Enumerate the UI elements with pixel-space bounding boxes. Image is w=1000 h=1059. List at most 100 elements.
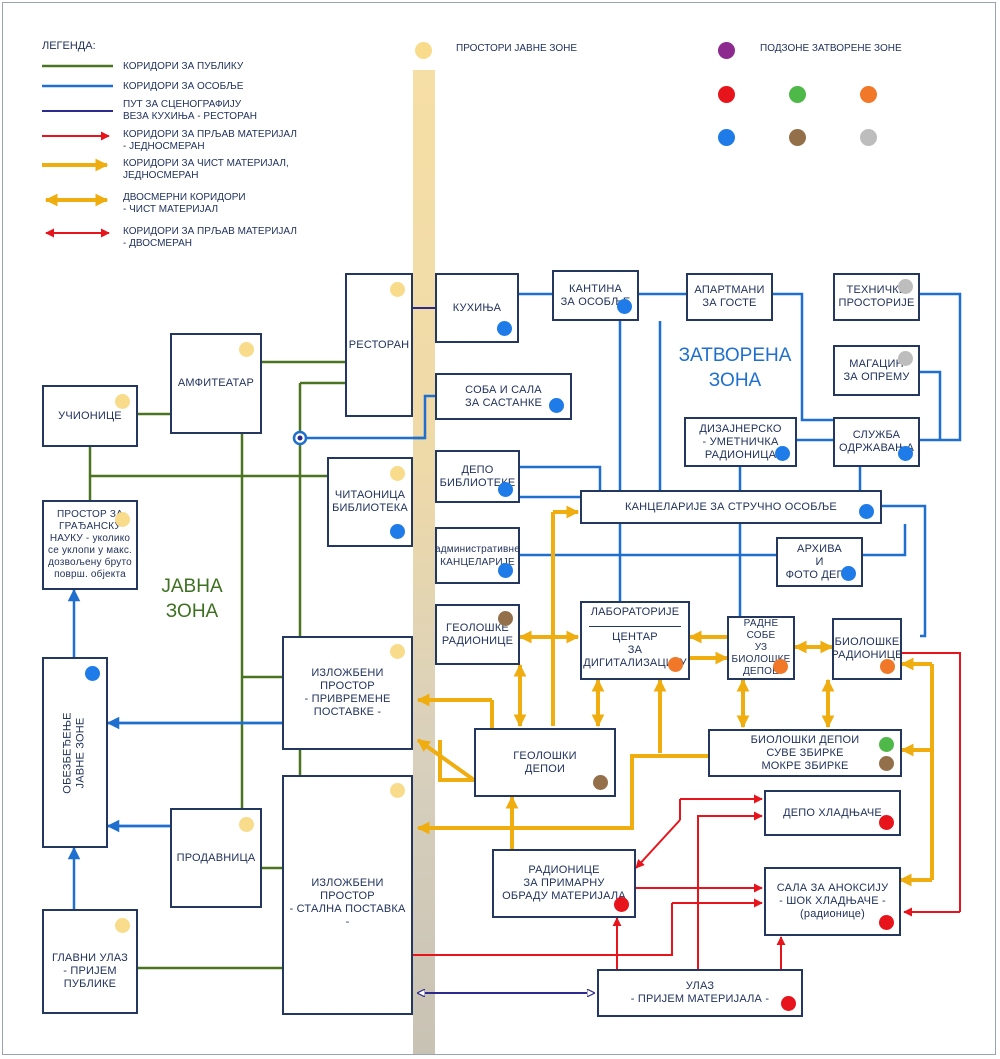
room-sala-anoksiju-label: САЛА ЗА АНОКСИЈУ - ШОК ХЛАДЊАЧЕ - (радио…: [776, 882, 889, 920]
public-dot-icon: [239, 342, 254, 357]
subzone-dot-icon: [498, 563, 513, 578]
room-kantina[interactable]: КАНТИНА ЗА ОСОБЉЕ: [552, 270, 639, 321]
room-ulaz-materijala[interactable]: УЛАЗ - ПРИЈЕМ МАТЕРИЈАЛА -: [597, 969, 803, 1017]
laboratorije-divider: [589, 626, 681, 627]
subzone-dot-icon: [614, 897, 629, 912]
room-geoloske-radionice[interactable]: ГЕОЛОШКЕ РАДИОНИЦЕ: [435, 604, 520, 665]
legend-title: ЛЕГЕНДА:: [42, 40, 96, 52]
room-sluzba[interactable]: СЛУЖБА ОДРЖАВАЊА: [833, 417, 920, 467]
public-dot-icon: [239, 817, 254, 832]
room-depo-biblioteke-label: ДЕПО БИБЛИОТЕКЕ: [439, 463, 516, 489]
room-dizajnersko-label: ДИЗАЈНЕРСКО - УМЕТНИЧКА РАДИОНИЦА: [699, 422, 782, 461]
subzone-dot-icon: [781, 996, 796, 1011]
room-citaonica-label: ЧИТАОНИЦА БИБЛИОТЕКА: [332, 489, 408, 514]
subzone-dot-icon: [879, 915, 894, 930]
public-dot-icon: [115, 512, 130, 527]
room-amfiteatar[interactable]: АМФИТЕАТАР: [170, 333, 262, 434]
room-ucionice-label: УЧИОНИЦЕ: [58, 409, 122, 422]
room-izlozbeni-privremene-label: ИЗЛОЖБЕНИ ПРОСТОР - ПРИВРЕМЕНЕ ПОСТАВКЕ …: [304, 667, 391, 718]
room-bioloski-depoi[interactable]: БИОЛОШКИ ДЕПОИ СУВЕ ЗБИРКЕ МОКРЕ ЗБИРКЕ: [708, 729, 902, 777]
room-bioloske-radionice[interactable]: БИОЛОШКЕ РАДИОНИЦЕ: [831, 618, 903, 680]
subzone-dot-icon: [898, 351, 913, 366]
room-administrativne-label: административне КАНЦЕЛАРИЈЕ: [435, 543, 521, 568]
subzone-dot-icon: [773, 659, 788, 674]
subzone-dot-icon: [718, 42, 735, 59]
subzone-dot-icon: [549, 398, 564, 413]
public-dot-icon: [390, 783, 405, 798]
room-tehnicke[interactable]: ТЕХНИЧКЕ ПРОСТОРИЈЕ: [833, 273, 920, 321]
public-corridors: [88, 360, 345, 970]
legend-line-samples: [42, 64, 113, 238]
room-ucionice[interactable]: УЧИОНИЦЕ: [42, 385, 138, 447]
room-magacin[interactable]: МАГАЦИН ЗА ОПРЕМУ: [833, 345, 920, 396]
subzone-dot-icon: [390, 524, 405, 539]
subzone-dot-icon: [497, 321, 512, 336]
public-dot-icon: [115, 394, 130, 409]
legend-label-public-corridors: КОРИДОРИ ЗА ПУБЛИКУ: [123, 61, 244, 72]
room-arhiva[interactable]: АРХИВА И ФОТО ДЕПО: [776, 537, 863, 587]
subzone-dot-icon: [880, 659, 895, 674]
room-radne-sobe-label: РАДНЕ СОБЕ УЗ БИОЛОШКЕ ДЕПОЕ: [731, 618, 791, 677]
room-laboratorije-label: ЛАБОРАТОРИЈЕ: [590, 606, 680, 618]
room-depo-biblioteke[interactable]: ДЕПО БИБЛИОТЕКЕ: [435, 450, 520, 503]
legend-label-staff-corridors: КОРИДОРИ ЗА ОСОБЉЕ: [123, 81, 244, 92]
subzone-dot-icon: [617, 299, 632, 314]
room-radionice-primarnu[interactable]: РАДИОНИЦЕ ЗА ПРИМАРНУ ОБРАДУ МАТЕРИЈАЛА: [492, 849, 636, 918]
subzone-dot-icon: [498, 482, 513, 497]
subzone-dot-icon: [879, 737, 894, 752]
room-prodavnica-label: ПРОДАВНИЦА: [176, 851, 256, 864]
room-bioloske-radionice-label: БИОЛОШКЕ РАДИОНИЦЕ: [831, 636, 903, 661]
junction-node-core: [297, 435, 303, 441]
public-zone-label: ЈАВНА ЗОНА: [161, 576, 223, 622]
zone-divider-stripe: [413, 70, 435, 1054]
room-bioloski-depoi-label: БИОЛОШКИ ДЕПОИ СУВЕ ЗБИРКЕ МОКРЕ ЗБИРКЕ: [750, 733, 860, 772]
room-dizajnersko[interactable]: ДИЗАЈНЕРСКО - УМЕТНИЧКА РАДИОНИЦА: [684, 417, 797, 467]
legend-label-dirty-two-way: КОРИДОРИ ЗА ПРЉАВ МАТЕРИЈАЛ - ДВОСМЕРАН: [123, 226, 297, 249]
subzone-blue-dot-icon: [718, 129, 735, 146]
room-depo-hladnjace-label: ДЕПО ХЛАДЊАЧЕ: [783, 806, 882, 819]
room-amfiteatar-label: АМФИТЕАТАР: [177, 377, 255, 389]
legend-label-scenography: ПУТ ЗА СЦЕНОГРАФИЈУ ВЕЗА КУХИЊА - РЕСТОР…: [123, 99, 257, 122]
public-dot-icon: [115, 918, 130, 933]
room-apartmani-label: АПАРТМАНИ ЗА ГОСТЕ: [694, 284, 765, 309]
room-ulaz-materijala-label: УЛАЗ - ПРИЈЕМ МАТЕРИЈАЛА -: [630, 980, 770, 1005]
room-restoran-label: РЕСТОРАН: [348, 338, 410, 351]
room-soba-sastanke[interactable]: СОБА И САЛА ЗА САСТАНКЕ: [435, 373, 572, 420]
room-radne-sobe[interactable]: РАДНЕ СОБЕ УЗ БИОЛОШКЕ ДЕПОЕ: [727, 616, 795, 680]
public-dot-icon: [390, 466, 405, 481]
subzone-dot-icon: [775, 446, 790, 461]
subzone-dot-icon: [879, 815, 894, 830]
room-geoloske-radionice-label: ГЕОЛОШКЕ РАДИОНИЦЕ: [441, 621, 514, 647]
subzone-dot-icon: [898, 279, 913, 294]
room-prodavnica[interactable]: ПРОДАВНИЦА: [170, 808, 262, 908]
room-izlozbeni-stalna[interactable]: ИЗЛОЖБЕНИ ПРОСТОР - СТАЛНА ПОСТАВКА -: [282, 775, 413, 1015]
room-citaonica[interactable]: ЧИТАОНИЦА БИБЛИОТЕКА: [327, 457, 413, 547]
room-centar-digitalizaciju-label: ЦЕНТАР ЗА ДИГИТАЛИЗАЦИЈУ: [583, 631, 687, 669]
room-geoloski-depoi-label: ГЕОЛОШКИ ДЕПОИ: [513, 749, 577, 775]
room-sala-anoksiju[interactable]: САЛА ЗА АНОКСИЈУ - ШОК ХЛАДЊАЧЕ - (радио…: [764, 867, 901, 936]
room-obezbedjenje[interactable]: ОБЕЗБЕЂЕЊЕ ЈАВНЕ ЗОНЕ: [42, 657, 108, 848]
room-gradjanska-nauka[interactable]: ПРОСТОР ЗА ГРАЂАНСКУ НАУКУ - уколико се …: [42, 500, 138, 590]
room-laboratorije[interactable]: ЛАБОРАТОРИЈЕ ЦЕНТАР ЗА ДИГИТАЛИЗАЦИЈУ: [580, 601, 690, 680]
staff-corridors: [67, 292, 962, 909]
room-apartmani[interactable]: АПАРТМАНИ ЗА ГОСТЕ: [686, 273, 773, 321]
room-kuhinja[interactable]: КУХИЊА: [435, 273, 519, 343]
subzone-dot-icon: [841, 566, 856, 581]
room-depo-hladnjace[interactable]: ДЕПО ХЛАДЊАЧЕ: [764, 790, 901, 836]
legend-label-dirty-one-way: КОРИДОРИ ЗА ПРЉАВ МАТЕРИЈАЛ - ЈЕДНОСМЕРА…: [123, 129, 297, 152]
room-geoloski-depoi[interactable]: ГЕОЛОШКИ ДЕПОИ: [474, 728, 616, 797]
room-kancelarije-strucno[interactable]: КАНЦЕЛАРИЈЕ ЗА СТРУЧНО ОСОБЉЕ: [580, 490, 882, 524]
subzone-dot-icon: [879, 756, 894, 771]
legend-label-clean-two-way: ДВОСМЕРНИ КОРИДОРИ - ЧИСТ МАТЕРИЈАЛ: [123, 192, 246, 215]
room-administrativne[interactable]: административне КАНЦЕЛАРИЈЕ: [435, 527, 520, 584]
room-soba-sastanke-label: СОБА И САЛА ЗА САСТАНКЕ: [465, 383, 542, 409]
dirty-material-corridors: [413, 652, 961, 969]
subzone-brown-dot-icon: [789, 129, 806, 146]
room-restoran[interactable]: РЕСТОРАН: [345, 273, 413, 417]
room-glavni-ulaz[interactable]: ГЛАВНИ УЛАЗ - ПРИЈЕМ ПУБЛИКЕ: [42, 909, 138, 1014]
legend-closed-zone-subzones: ПОДЗОНЕ ЗАТВОРЕНЕ ЗОНЕ: [760, 43, 902, 54]
room-izlozbeni-privremene[interactable]: ИЗЛОЖБЕНИ ПРОСТОР - ПРИВРЕМЕНЕ ПОСТАВКЕ …: [282, 636, 413, 750]
subzone-gray-dot-icon: [860, 129, 877, 146]
subzone-dot-icon: [593, 775, 608, 790]
room-gradjanska-nauka-label: ПРОСТОР ЗА ГРАЂАНСКУ НАУКУ - уколико се …: [48, 509, 132, 580]
